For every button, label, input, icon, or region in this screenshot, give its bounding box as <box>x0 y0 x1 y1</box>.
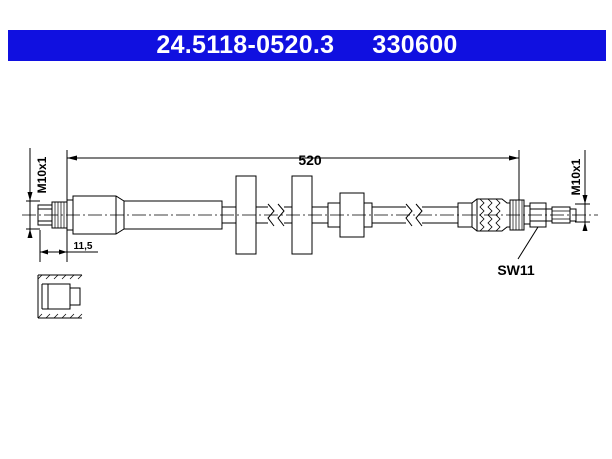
mounting-bracket-2 <box>291 175 313 255</box>
part-number: 24.5118-0520.3 <box>156 31 335 59</box>
left-thread-label: M10x1 <box>35 156 49 193</box>
sleeve-ribs <box>479 198 501 232</box>
reference-number: 330600 <box>372 31 458 59</box>
wrench-size-label: SW11 <box>497 262 535 278</box>
grommet-right <box>363 202 373 228</box>
length-label: 520 <box>298 152 322 168</box>
offset-label: 11,5 <box>74 241 93 252</box>
port-detail <box>37 274 83 319</box>
right-thread-label: M10x1 <box>569 158 583 195</box>
wrench-leader-line <box>517 226 539 260</box>
title-bar: 24.5118-0520.3 330600 <box>8 30 606 61</box>
left-crimp-sleeve <box>72 195 223 235</box>
mounting-bracket-1 <box>235 175 257 255</box>
